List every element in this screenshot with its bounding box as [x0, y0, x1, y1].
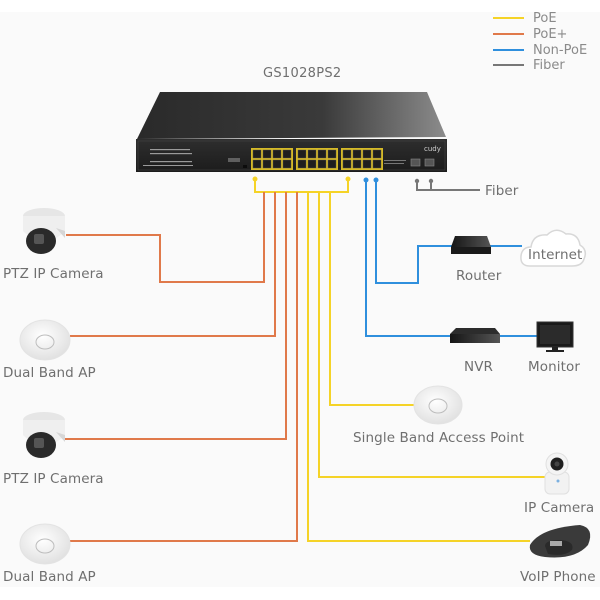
link-ip-camera	[318, 192, 545, 478]
internet-cloud-icon	[520, 229, 587, 267]
fiber-line	[414, 178, 480, 191]
link-voip-phone	[307, 192, 530, 542]
rj45-port	[282, 159, 292, 169]
rj45-port	[372, 159, 382, 169]
device-label-single-band-ap: Single Band Access Point	[353, 430, 525, 446]
access-point-icon	[413, 385, 463, 425]
link-single-band-ap	[329, 192, 416, 406]
link-ptz-camera-1	[66, 192, 265, 283]
legend-label-fiber: Fiber	[533, 58, 565, 73]
device-label-ip-camera: IP Camera	[524, 500, 595, 516]
device-label-router: Router	[456, 268, 502, 284]
ptz-camera-icon	[23, 412, 65, 458]
rj45-port	[317, 149, 327, 159]
rj45-port	[327, 149, 337, 159]
sfp-port-1	[410, 158, 421, 167]
device-label-dual-band-ap: Dual Band AP	[3, 365, 96, 381]
sfp-port-2	[424, 158, 435, 167]
rj45-port	[297, 159, 307, 169]
access-point-icon	[19, 319, 71, 361]
ip-camera-icon	[544, 452, 570, 495]
rj45-port	[272, 149, 282, 159]
legend-label-non-poe: Non-PoE	[533, 43, 588, 58]
rj45-port	[272, 159, 282, 169]
device-label-monitor: Monitor	[528, 359, 581, 375]
rj45-port	[252, 159, 262, 169]
port-block	[341, 148, 383, 170]
legend-label-poe: PoE	[533, 11, 557, 26]
device-label-voip-phone: VoIP Phone	[520, 569, 596, 585]
voip-phone-icon	[529, 525, 591, 558]
rj45-port	[252, 149, 262, 159]
link-router	[373, 177, 452, 284]
link-dual-band-ap-2	[70, 192, 298, 542]
status-led-panel	[143, 149, 193, 166]
legend-label-poe-plus: PoE+	[533, 27, 568, 42]
rj45-port	[342, 159, 352, 169]
brand-logo: cudy	[424, 145, 441, 153]
rj45-port	[327, 159, 337, 169]
poe-bus-line	[252, 176, 351, 193]
router-icon	[451, 236, 491, 254]
nvr-icon	[450, 328, 500, 343]
rj45-port	[282, 149, 292, 159]
ptz-camera-icon	[23, 208, 65, 254]
link-ptz-camera-2	[64, 192, 287, 440]
fiber-label: Fiber	[485, 183, 519, 199]
rj45-port	[372, 149, 382, 159]
rj45-port	[362, 149, 372, 159]
link-nvr	[363, 177, 452, 337]
rj45-port	[262, 159, 272, 169]
device-label-internet: Internet	[528, 247, 583, 263]
port-block	[296, 148, 338, 170]
rj45-port	[262, 149, 272, 159]
device-label-nvr: NVR	[464, 359, 494, 375]
rj45-port	[307, 149, 317, 159]
device-label-dual-band-ap: Dual Band AP	[3, 569, 96, 585]
rj45-port-blocks	[251, 148, 383, 170]
rj45-port	[362, 159, 372, 169]
access-point-icon	[19, 523, 71, 565]
rj45-port	[342, 149, 352, 159]
port-block	[251, 148, 293, 170]
rj45-port	[307, 159, 317, 169]
device-label-ptz-camera: PTZ IP Camera	[3, 266, 104, 282]
rj45-port	[352, 159, 362, 169]
switch-device	[136, 92, 447, 172]
rj45-port	[297, 149, 307, 159]
rj45-port	[317, 159, 327, 169]
device-label-ptz-camera: PTZ IP Camera	[3, 471, 104, 487]
link-dual-band-ap-1	[70, 192, 276, 337]
rj45-port	[352, 149, 362, 159]
monitor-icon	[536, 321, 574, 352]
switch-model-title: GS1028PS2	[263, 66, 342, 81]
